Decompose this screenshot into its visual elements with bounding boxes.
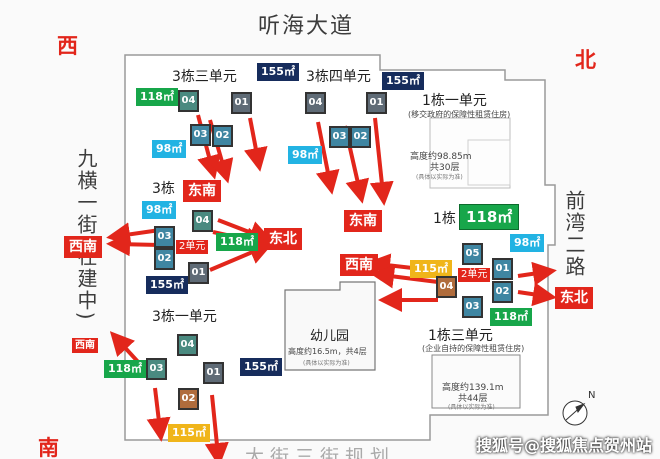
direction-south: 南 — [38, 436, 59, 459]
area-badge: 118㎡ — [136, 88, 178, 106]
building-3-unit1-label: 3栋一单元 — [152, 309, 217, 325]
building-3-unit4-label: 3栋四单元 — [306, 69, 371, 85]
building-1-unit3-note: (企业自持的保障性租赁住房) — [422, 344, 525, 353]
kindergarten-label: 幼儿园 — [310, 329, 350, 344]
orientation-tag: 东南 — [183, 180, 221, 202]
unit-marker: 03 — [146, 358, 167, 380]
unit-marker: 02 — [212, 125, 233, 147]
unit-marker: 04 — [305, 92, 326, 114]
unit-marker: 01 — [366, 92, 387, 114]
area-badge: 155㎡ — [257, 63, 299, 81]
unit-marker: 02 — [492, 281, 513, 303]
unit-marker: 03 — [190, 124, 211, 146]
unit-tag: 2单元 — [176, 240, 209, 254]
unit-marker: 03 — [154, 226, 175, 248]
area-badge: 115㎡ — [168, 424, 210, 442]
building-1-unit3-label: 1栋三单元 — [428, 328, 493, 344]
building-1-label: 1栋 — [433, 211, 456, 227]
orientation-tag: 东北 — [555, 287, 593, 309]
unit-tag: 2单元 — [458, 268, 491, 282]
orientation-tag: 东北 — [264, 228, 302, 250]
area-badge: 118㎡ — [490, 308, 532, 326]
area-badge: 155㎡ — [240, 358, 282, 376]
kindergarten-height: 高度约16.5m，共4层 — [288, 347, 367, 356]
building-1-unit1-small: (具体以实际为准) — [416, 174, 463, 181]
area-badge: 155㎡ — [146, 276, 188, 294]
building-1-unit3-outline — [431, 354, 521, 409]
compass — [562, 400, 588, 426]
unit-marker: 02 — [350, 126, 371, 148]
unit-marker: 04 — [177, 334, 198, 356]
area-badge: 98㎡ — [288, 146, 323, 164]
direction-north: 北 — [575, 48, 596, 72]
building-3-unit3-label: 3栋三单元 — [172, 69, 237, 85]
unit-marker: 02 — [154, 248, 175, 270]
area-badge: 118㎡ — [104, 360, 146, 378]
area-badge: 155㎡ — [382, 72, 424, 90]
area-badge: 115㎡ — [410, 260, 452, 278]
area-badge-large: 118㎡ — [459, 204, 520, 230]
building-1-unit3-small: (具体以实际为准) — [448, 404, 495, 411]
unit-marker: 01 — [492, 258, 513, 280]
compass-label: N — [588, 390, 596, 401]
unit-marker: 01 — [231, 92, 252, 114]
orientation-tag: 西南 — [72, 338, 98, 353]
area-badge: 98㎡ — [142, 201, 177, 219]
road-bottom: 大街三街规划 — [245, 446, 396, 459]
direction-west: 西 — [57, 34, 78, 58]
unit-marker: 03 — [329, 126, 350, 148]
unit-marker: 03 — [462, 296, 483, 318]
building-1-unit1-note: (移交政府的保障性租赁住房) — [408, 110, 511, 119]
area-badge: 98㎡ — [510, 234, 545, 252]
road-top: 听海大道 — [258, 14, 355, 39]
road-left: 九横一街(在建中) — [74, 148, 98, 322]
kindergarten-small: (具体以实际为准) — [303, 360, 350, 367]
building-1-unit1-block — [429, 117, 511, 189]
orientation-tag: 东南 — [344, 210, 382, 232]
road-right: 前湾二路 — [562, 190, 586, 278]
unit-marker: 01 — [203, 362, 224, 384]
building-1-unit1-label: 1栋一单元 — [422, 93, 487, 109]
unit-marker: 05 — [462, 243, 483, 265]
watermark: 搜狐号@搜狐焦点贺州站 — [476, 436, 653, 455]
unit-marker: 02 — [178, 388, 199, 410]
orientation-tag: 西南 — [340, 254, 378, 276]
unit-marker: 04 — [192, 210, 213, 232]
area-badge: 98㎡ — [152, 140, 187, 158]
building-1-tower-outline — [467, 139, 511, 186]
unit-marker: 04 — [436, 276, 457, 298]
orientation-tag: 西南 — [64, 236, 102, 258]
building-1-unit1-floors: 共30层 — [430, 163, 460, 173]
building-1-unit3-height: 高度约139.1m — [442, 383, 504, 393]
building-1-unit3-floors: 共44层 — [458, 394, 488, 404]
area-badge: 118㎡ — [216, 233, 258, 251]
unit-marker: 01 — [188, 262, 209, 284]
building-1-unit1-height: 高度约98.85m — [410, 152, 472, 162]
building-3-unit2-label: 3栋 — [152, 181, 175, 197]
unit-marker: 04 — [178, 90, 199, 112]
